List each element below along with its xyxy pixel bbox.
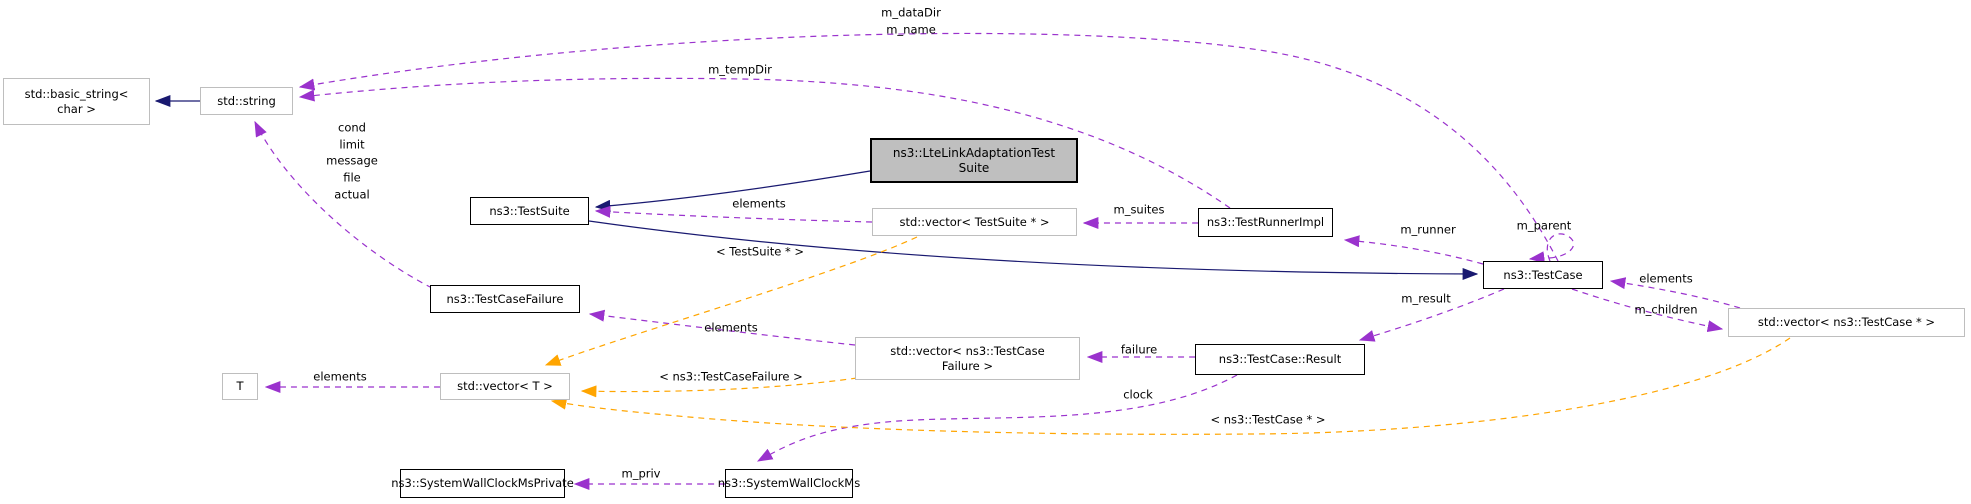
class-node-testsuite[interactable]: ns3::TestSuite: [470, 197, 589, 225]
edge-m-parent: [1528, 233, 1575, 264]
edge-label-m-children: m_children: [1634, 302, 1698, 317]
class-node-label: ns3::SystemWallClockMs: [717, 476, 861, 491]
edge-m-tempdir: [298, 77, 1231, 209]
edge-elements-testcase: [1609, 277, 1741, 309]
class-node-vector-t[interactable]: std::vector< T >: [440, 373, 570, 400]
edge-label-template-testcase-ptr: < ns3::TestCase * >: [1210, 412, 1326, 427]
edge-label-m-tempdir: m_tempDir: [708, 62, 772, 77]
class-node-label: std::string: [217, 93, 276, 108]
edge-template-testcase-ptr: [550, 337, 1791, 435]
edge-label-elements-t: elements: [313, 369, 367, 384]
edge-m-runner: [1343, 235, 1484, 265]
edge-template-testsuite-ptr: [544, 236, 918, 366]
class-node-t[interactable]: T: [222, 373, 258, 400]
edge-elements-testcasefailure: [588, 309, 856, 346]
edge-label-m-priv: m_priv: [621, 466, 661, 481]
edge-label-failure: failure: [1120, 342, 1158, 357]
class-node-systemwallclockmsprivate[interactable]: ns3::SystemWallClockMsPrivate: [391, 469, 574, 498]
class-node-label: std::basic_string<char >: [24, 87, 129, 116]
class-node-testcase[interactable]: ns3::TestCase: [1483, 261, 1603, 289]
edge-label-template-testsuite-ptr: < TestSuite * >: [715, 244, 805, 259]
edge-label-m-runner: m_runner: [1400, 222, 1456, 237]
class-node-testrunnerimpl[interactable]: ns3::TestRunnerImpl: [1198, 208, 1333, 237]
edge-elements-testsuite: [594, 205, 873, 223]
class-node-label: ns3::TestCaseFailure: [446, 291, 564, 306]
class-node-label: std::vector< T >: [457, 379, 553, 394]
edge-label-clock: clock: [1123, 387, 1153, 402]
edge-template-testcasefailure: [580, 377, 858, 398]
class-node-basic-string[interactable]: std::basic_string<char >: [3, 78, 150, 125]
class-node-label: ns3::TestCase::Result: [1218, 352, 1342, 367]
class-node-label: ns3::SystemWallClockMsPrivate: [391, 476, 574, 491]
edge-label-elements-testcase: elements: [1639, 271, 1693, 286]
class-node-systemwallclockms[interactable]: ns3::SystemWallClockMs: [718, 469, 860, 498]
class-node-testcasefailure[interactable]: ns3::TestCaseFailure: [430, 285, 580, 313]
edge-label-m-suites: m_suites: [1113, 202, 1165, 217]
edge-label-template-testcasefailure: < ns3::TestCaseFailure >: [659, 369, 803, 384]
edge-m-children: [1571, 288, 1724, 333]
class-node-label: ns3::TestRunnerImpl: [1206, 215, 1325, 230]
class-node-label: T: [236, 379, 244, 394]
edge-testsuite-inherits-testcase: [588, 220, 1479, 280]
class-node-vector-testsuite[interactable]: std::vector< TestSuite * >: [872, 208, 1077, 236]
edge-lte-suite-inherits-testsuite: [594, 170, 871, 212]
class-node-label: std::vector< TestSuite * >: [899, 214, 1050, 229]
edge-cond-limit-message-file-actual: [254, 120, 433, 289]
class-node-vector-testcase[interactable]: std::vector< ns3::TestCase * >: [1728, 308, 1965, 337]
class-node-label: ns3::TestCase: [1503, 267, 1583, 282]
class-node-std-string[interactable]: std::string: [200, 87, 293, 115]
edge-label-elements-testcasefailure: elements: [704, 320, 758, 335]
class-node-testcase-result[interactable]: ns3::TestCase::Result: [1195, 344, 1365, 375]
edge-m-result: [1358, 288, 1505, 342]
edge-label-m-result: m_result: [1401, 291, 1451, 306]
edge-label-elements-testsuite: elements: [732, 196, 786, 211]
edge-clock: [756, 374, 1238, 462]
edge-m-datadir-m-name: [298, 32, 1559, 262]
class-node-label: ns3::TestSuite: [489, 203, 570, 218]
edge-label-m-parent: m_parent: [1516, 218, 1572, 233]
class-node-label: std::vector< ns3::TestCase * >: [1757, 315, 1936, 330]
